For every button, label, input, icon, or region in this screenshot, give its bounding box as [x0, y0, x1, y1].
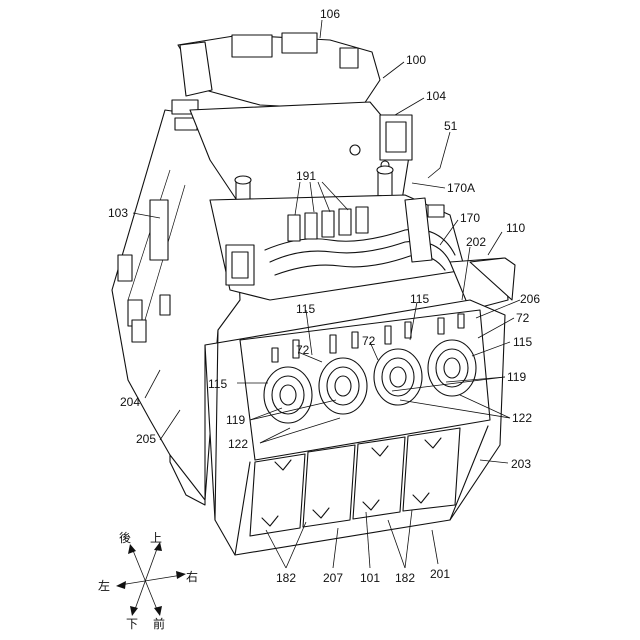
direction-left: 左: [98, 578, 110, 593]
label-115-top-right: 115: [410, 292, 429, 306]
label-104: 104: [426, 89, 446, 103]
label-119-right: 119: [507, 370, 526, 384]
label-170A: 170A: [447, 181, 475, 195]
direction-back: 後: [119, 531, 131, 545]
label-103: 103: [108, 206, 128, 220]
label-122-left: 122: [228, 437, 248, 451]
label-115-left: 115: [208, 377, 227, 391]
label-115-top-left: 115: [296, 302, 315, 316]
direction-up: 上: [150, 531, 162, 545]
label-72-center: 72: [362, 334, 376, 348]
label-106: 106: [320, 7, 340, 21]
label-191: 191: [296, 169, 316, 183]
direction-indicator: 後 上 左 右 下 前: [98, 531, 198, 631]
direction-front: 前: [153, 616, 165, 631]
label-182-left: 182: [276, 571, 296, 585]
ink-port-1: [264, 367, 312, 423]
label-182-right: 182: [395, 571, 415, 585]
cartridge-holder-body: [112, 33, 515, 555]
label-119-left: 119: [226, 413, 245, 427]
label-72-left: 72: [296, 343, 310, 357]
label-100: 100: [406, 53, 426, 67]
label-206: 206: [520, 292, 540, 306]
label-201: 201: [430, 567, 450, 581]
label-72-right: 72: [516, 311, 530, 325]
ink-port-4: [428, 340, 476, 396]
label-101: 101: [360, 571, 380, 585]
label-51: 51: [444, 119, 458, 133]
label-203: 203: [511, 457, 531, 471]
ink-port-3: [374, 349, 422, 405]
label-115-right: 115: [513, 335, 532, 349]
label-122-right: 122: [512, 411, 532, 425]
direction-right: 右: [186, 569, 198, 584]
label-202: 202: [466, 235, 486, 249]
direction-down: 下: [126, 617, 138, 631]
label-110: 110: [506, 221, 525, 235]
label-207: 207: [323, 571, 343, 585]
label-170: 170: [460, 211, 480, 225]
label-205: 205: [136, 432, 156, 446]
ink-port-2: [319, 358, 367, 414]
label-204: 204: [120, 395, 140, 409]
